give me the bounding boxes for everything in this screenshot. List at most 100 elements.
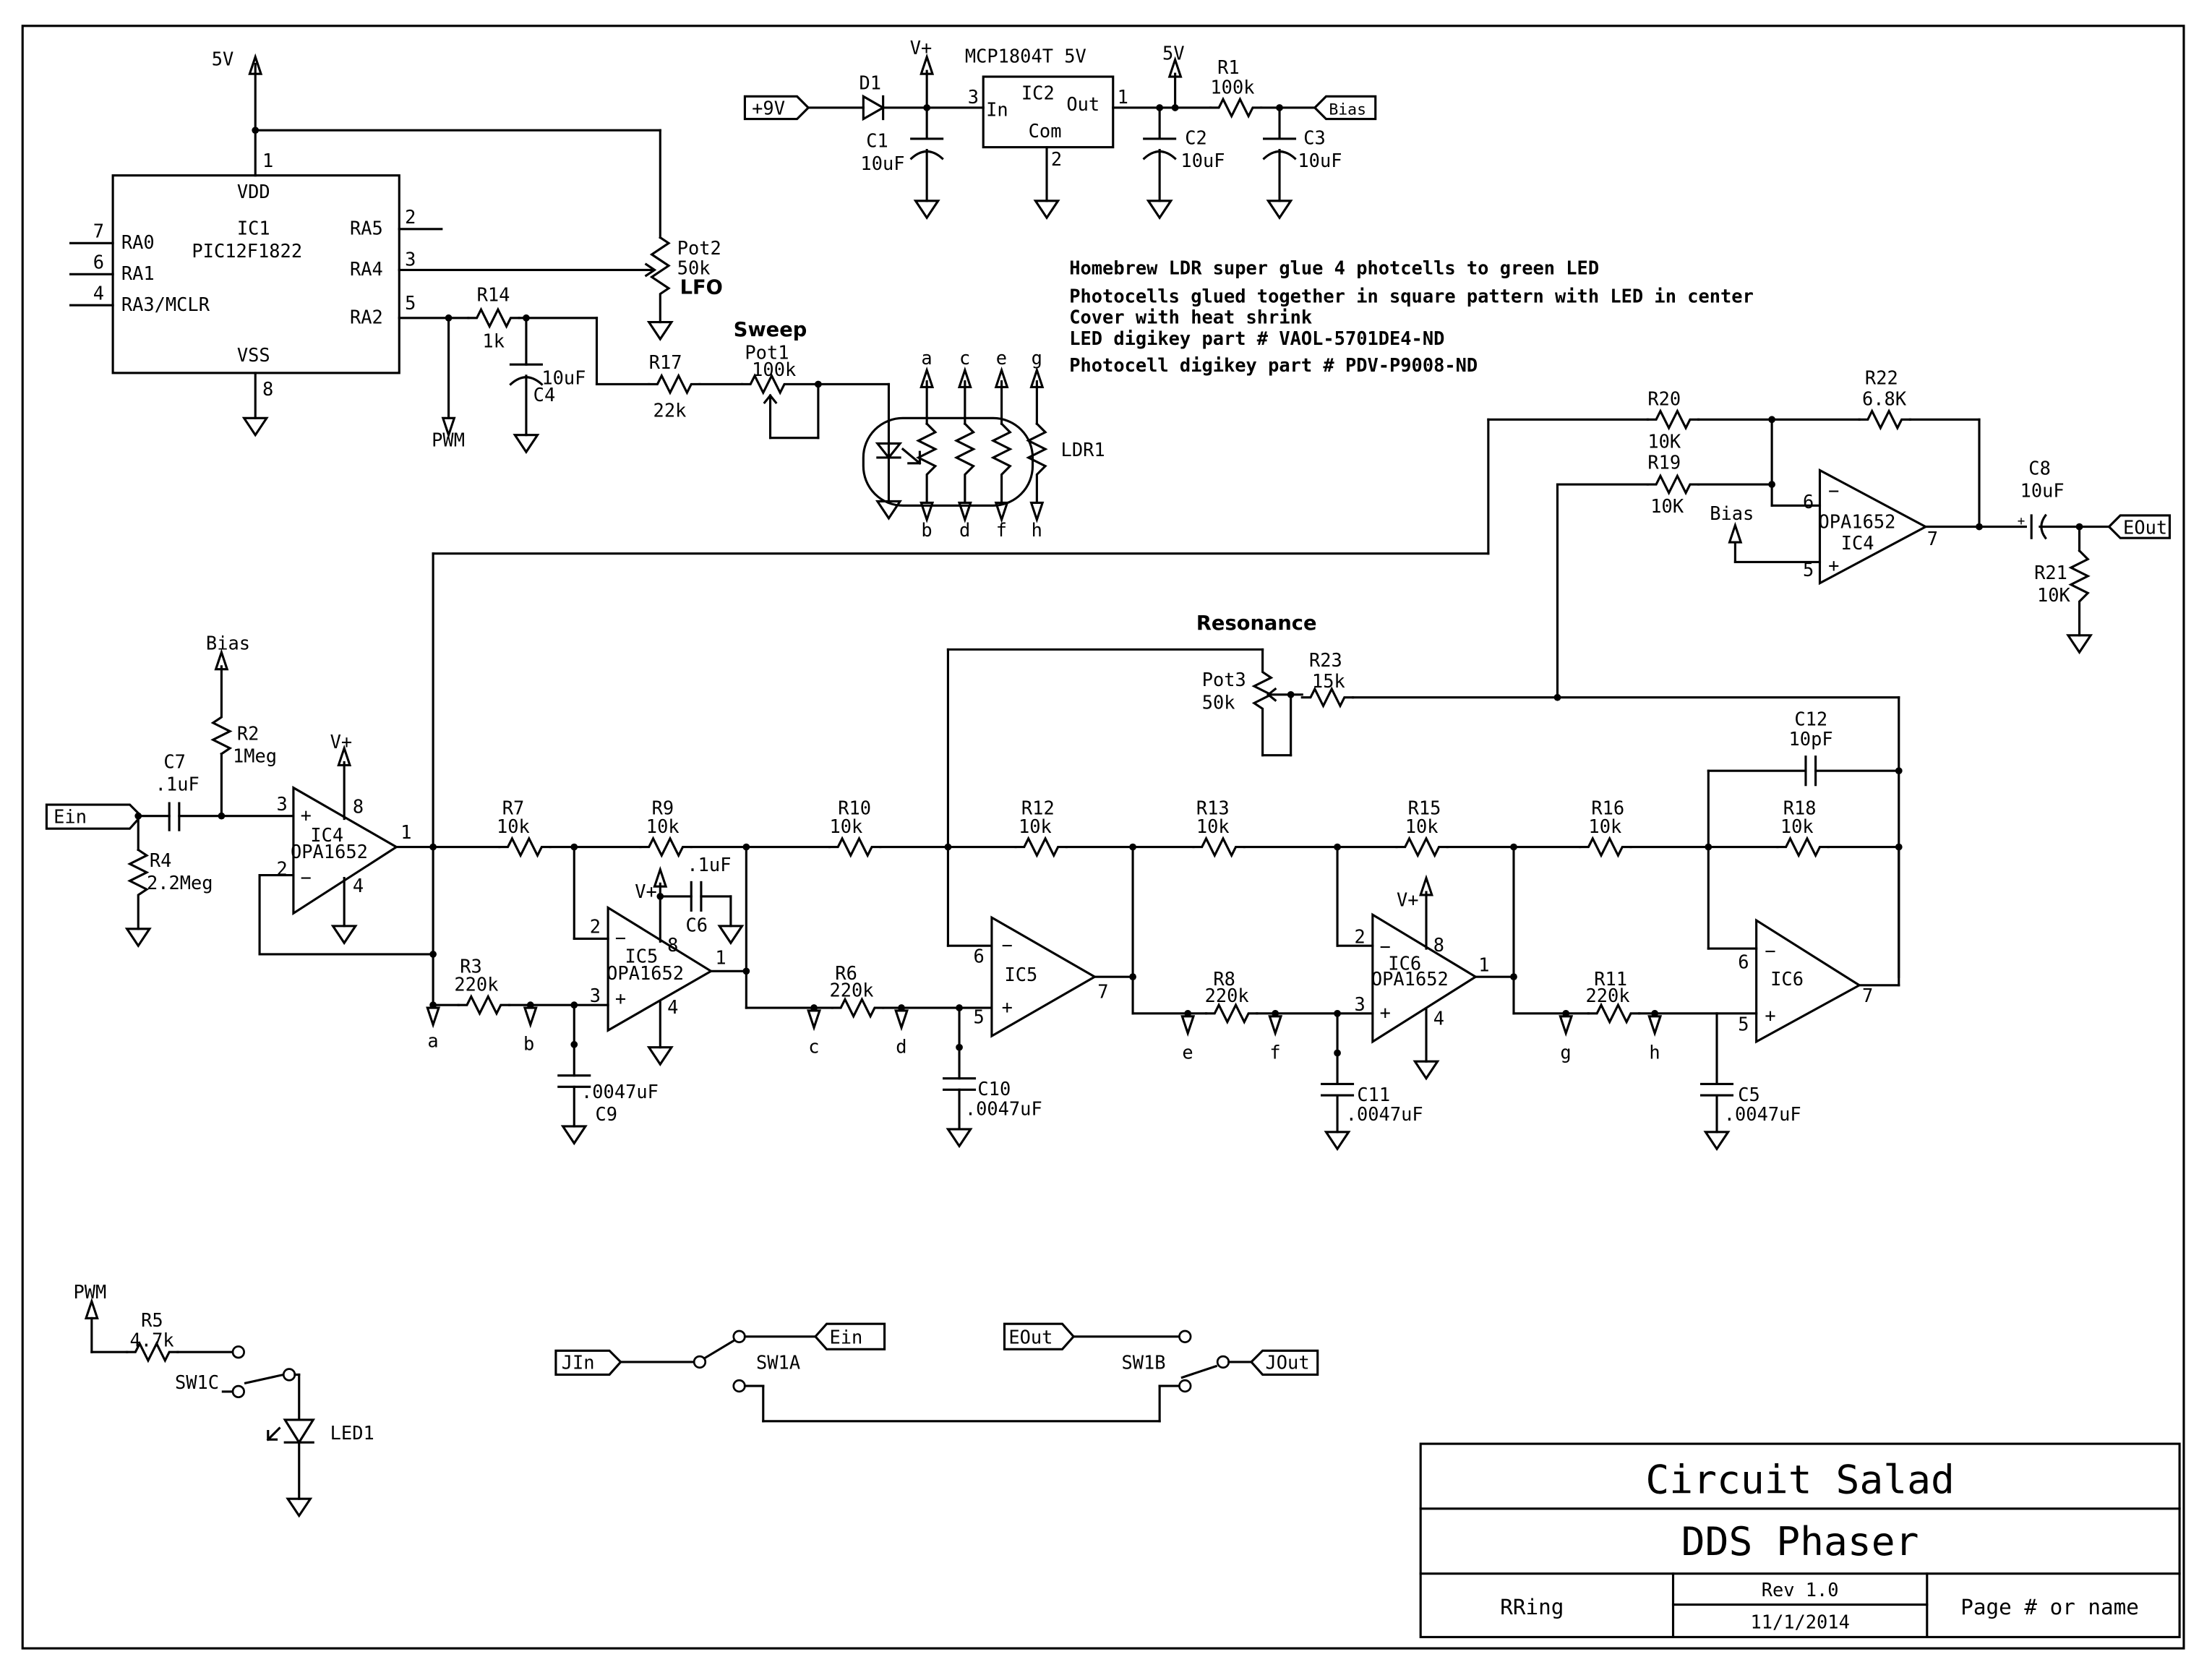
pot1-value: 100k bbox=[752, 359, 796, 380]
pin-number: 1 bbox=[1118, 86, 1128, 108]
net-5v-label: 5V bbox=[1162, 43, 1185, 64]
r11-value: 220k bbox=[1586, 985, 1630, 1006]
port-plus9v: +9V bbox=[752, 98, 785, 119]
mcu-ic1: 5V 1 VDD IC1 PIC12F1822 VSS 8 7 RA0 6 RA… bbox=[69, 48, 661, 437]
net-label-h: h bbox=[1032, 519, 1042, 541]
net-label-f: f bbox=[1269, 1041, 1280, 1063]
ic4b-ref: IC4 bbox=[1841, 532, 1874, 554]
c3-value: 10uF bbox=[1298, 150, 1342, 171]
pin-number: 6 bbox=[93, 251, 104, 273]
minus: − bbox=[301, 866, 312, 888]
title-revision: Rev 1.0 bbox=[1762, 1579, 1839, 1601]
vplus-label: V+ bbox=[910, 37, 933, 59]
regulator-pin-com: Com bbox=[1029, 120, 1062, 142]
r8-ref: R8 bbox=[1213, 968, 1235, 990]
plus: + bbox=[1002, 996, 1013, 1018]
r23-value: 15k bbox=[1312, 670, 1345, 692]
pin-number: 2 bbox=[590, 916, 601, 938]
resonance-label: Resonance bbox=[1196, 612, 1317, 635]
r20-value: 10K bbox=[1647, 430, 1681, 452]
port-jout: JOut bbox=[1266, 1352, 1310, 1374]
title-block: Circuit Salad DDS Phaser RRing Rev 1.0 1… bbox=[1419, 1442, 2181, 1639]
notes: Homebrew LDR super glue 4 photcells to g… bbox=[1069, 257, 1754, 376]
r14-value: 1k bbox=[482, 330, 505, 352]
pin-number: 2 bbox=[1354, 925, 1365, 947]
c9-ref: C9 bbox=[596, 1103, 618, 1125]
pin-number: 4 bbox=[1433, 1007, 1444, 1029]
pin-number: 8 bbox=[353, 796, 364, 818]
r13-value: 10k bbox=[1196, 815, 1230, 837]
r6-ref: R6 bbox=[835, 962, 857, 984]
ic5b-ref: IC5 bbox=[1004, 964, 1037, 985]
pin-number: 5 bbox=[405, 292, 416, 314]
port-eout-bypass: EOut bbox=[1008, 1327, 1053, 1348]
c4-value: 10uF bbox=[541, 367, 586, 388]
c1-value: 10uF bbox=[860, 153, 904, 174]
c1-ref: C1 bbox=[866, 130, 888, 152]
net-label-c: c bbox=[808, 1036, 819, 1058]
net-label-h: h bbox=[1649, 1041, 1660, 1063]
c12-value: 10pF bbox=[1789, 728, 1833, 750]
regulator-part: MCP1804T 5V bbox=[965, 46, 1086, 67]
r16-ref: R16 bbox=[1591, 797, 1624, 819]
vplus-label: V+ bbox=[635, 881, 657, 902]
r5-value: 4.7k bbox=[130, 1329, 174, 1350]
r22-value: 6.8K bbox=[1862, 388, 1907, 410]
pin-number: 4 bbox=[353, 875, 364, 896]
title-project: DDS Phaser bbox=[1681, 1518, 1919, 1564]
pot3-ref: Pot3 bbox=[1202, 669, 1246, 690]
r14-ref: R14 bbox=[477, 283, 510, 305]
led1-ref: LED1 bbox=[330, 1422, 374, 1444]
c6-ref: C6 bbox=[685, 915, 708, 936]
port-jin: JIn bbox=[562, 1352, 595, 1374]
plus: + bbox=[1828, 554, 1839, 576]
r16-value: 10k bbox=[1588, 815, 1621, 837]
pin-name: RA1 bbox=[121, 262, 155, 284]
c4-ref: C4 bbox=[533, 384, 556, 406]
r12-ref: R12 bbox=[1021, 797, 1055, 819]
allpass-stage-3: R13 10k R15 10k R8 220k f C11 .0047uF − … bbox=[1192, 797, 1590, 1150]
c11-ref: C11 bbox=[1357, 1084, 1390, 1105]
minus: − bbox=[1828, 480, 1839, 502]
r9-value: 10k bbox=[646, 815, 680, 837]
pin-number: 3 bbox=[590, 985, 601, 1006]
pin-number: 4 bbox=[93, 282, 104, 304]
lfo-label: LFO bbox=[680, 277, 723, 299]
sw1a-ref: SW1A bbox=[756, 1352, 800, 1374]
r19-ref: R19 bbox=[1647, 452, 1681, 474]
pin-number: 8 bbox=[262, 378, 273, 400]
plus: + bbox=[615, 988, 626, 1009]
pin-number: 8 bbox=[1433, 934, 1444, 956]
minus: − bbox=[1380, 935, 1391, 957]
r4-value: 2.2Meg bbox=[147, 872, 213, 894]
plus: + bbox=[1380, 1002, 1391, 1024]
note-line: Cover with heat shrink bbox=[1069, 307, 1312, 328]
resonance-network: Resonance Pot3 50k R23 15k bbox=[946, 612, 1900, 978]
bias-label: Bias bbox=[206, 632, 250, 654]
r4-ref: R4 bbox=[150, 849, 172, 871]
r1-ref: R1 bbox=[1217, 56, 1240, 78]
r19-value: 10K bbox=[1650, 495, 1684, 517]
r15-value: 10k bbox=[1405, 815, 1439, 837]
d1-ref: D1 bbox=[859, 72, 881, 94]
c7-ref: C7 bbox=[163, 750, 186, 772]
title-page: Page # or name bbox=[1960, 1595, 2139, 1619]
pin-name: RA4 bbox=[350, 258, 383, 280]
r6-value: 220k bbox=[830, 979, 874, 1001]
c6-value: .1uF bbox=[687, 854, 731, 875]
c11-value: .0047uF bbox=[1346, 1103, 1423, 1125]
net-label-g: g bbox=[1560, 1041, 1571, 1063]
r9-ref: R9 bbox=[652, 797, 674, 819]
ic4a-ref: IC4 bbox=[310, 824, 343, 846]
r22-ref: R22 bbox=[1865, 367, 1898, 388]
c8-value: 10uF bbox=[2020, 480, 2065, 502]
pin-number: 6 bbox=[1803, 491, 1814, 513]
r18-ref: R18 bbox=[1783, 797, 1817, 819]
pin-number: 7 bbox=[1862, 985, 1873, 1006]
pin-number: 3 bbox=[405, 249, 416, 270]
net-5v-label: 5V bbox=[212, 48, 234, 69]
net-label-g: g bbox=[1032, 347, 1042, 369]
pin-name: RA0 bbox=[121, 231, 155, 253]
pin-name: RA3/MCLR bbox=[121, 294, 210, 315]
sw1c-led: PWM R5 4.7k SW1C LED1 bbox=[73, 1281, 374, 1517]
